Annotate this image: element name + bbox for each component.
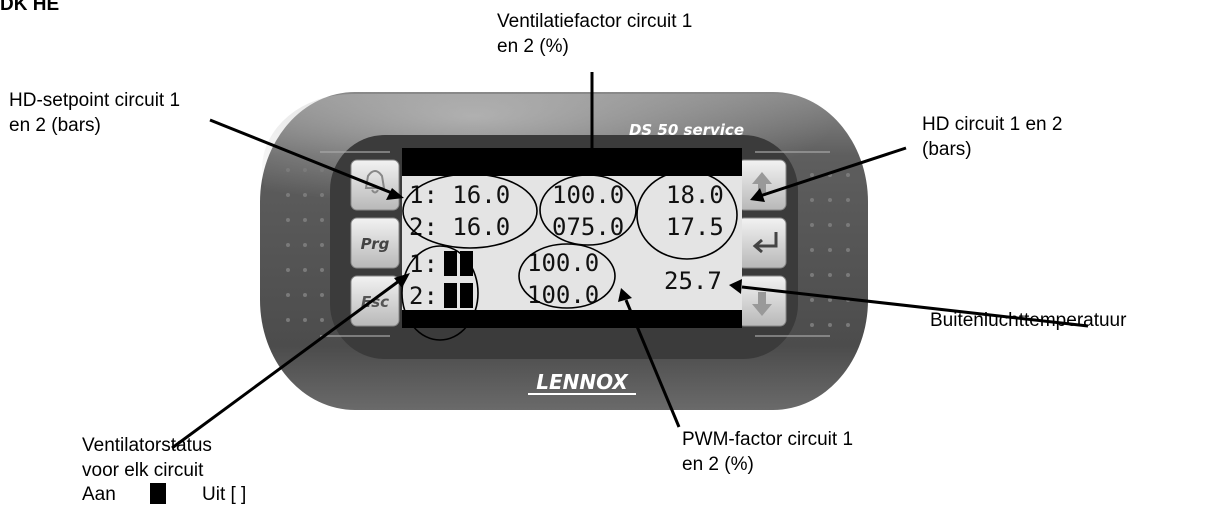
lcd-vent-factor-row1: 100.0	[552, 181, 624, 209]
fan-on-block	[444, 283, 457, 308]
legend-off-label: Uit [ ]	[202, 482, 246, 507]
lcd-vent-factor-row2: 075.0	[552, 213, 624, 241]
lcd-hp-row2: 17.5	[666, 213, 724, 241]
lcd-hp-setpoint-row1: 1: 16.0	[409, 181, 510, 209]
callout-hd-circuit-line2: (bars)	[922, 137, 972, 162]
callout-vent-factor-line2: en 2 (%)	[497, 34, 569, 59]
legend-on-block	[150, 483, 166, 504]
esc-button[interactable]: Esc	[351, 276, 399, 326]
callout-hd-setpoint-line1: HD-setpoint circuit 1	[9, 88, 180, 113]
enter-button[interactable]	[738, 218, 786, 268]
legend-on-label: Aan	[82, 482, 116, 507]
lcd-hp-row1: 18.0	[666, 181, 724, 209]
prg-button[interactable]: Prg	[351, 218, 399, 268]
up-button[interactable]	[738, 160, 786, 210]
brand-logo: LENNOX	[536, 370, 629, 394]
lcd-hp-setpoint-row2: 2: 16.0	[409, 213, 510, 241]
model-label: DS 50 service	[629, 121, 744, 139]
fan-on-block	[460, 283, 473, 308]
callout-fan-status-line1: Ventilatorstatus	[82, 433, 212, 458]
callout-pwm-line1: PWM-factor circuit 1	[682, 427, 853, 452]
lcd-fan-status-row2: 2:	[409, 282, 438, 310]
callout-outdoor-temp: Buitenluchttemperatuur	[930, 308, 1126, 333]
lcd-pwm-row1: 100.0	[527, 249, 599, 277]
prg-label: Prg	[361, 235, 390, 253]
lcd-fan-status-row1: 1:	[409, 250, 438, 278]
esc-label: Esc	[361, 293, 389, 311]
callout-pwm-line2: en 2 (%)	[682, 452, 754, 477]
callout-fan-status-line2: voor elk circuit	[82, 458, 203, 483]
fan-on-block	[444, 251, 457, 276]
down-button[interactable]	[738, 276, 786, 326]
callout-hd-circuit-line1: HD circuit 1 en 2	[922, 112, 1062, 137]
callout-vent-factor-line1: Ventilatiefactor circuit 1	[497, 9, 692, 34]
callout-hd-setpoint-line2: en 2 (bars)	[9, 113, 101, 138]
lcd-outdoor-temp: 25.7	[664, 267, 722, 295]
